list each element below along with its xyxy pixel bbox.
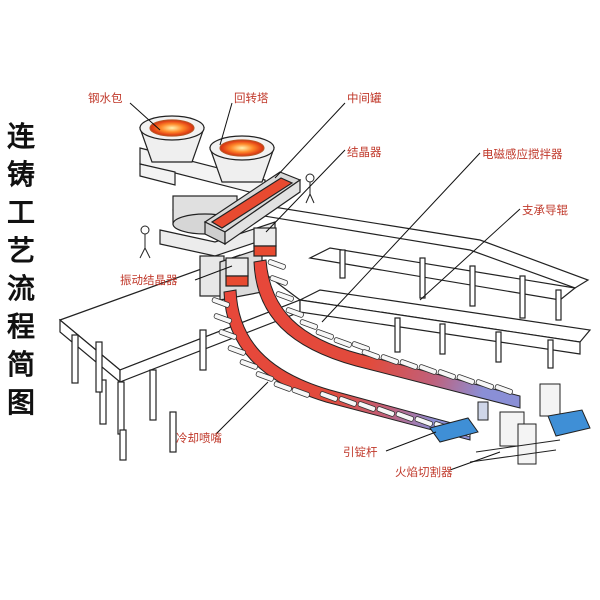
roller	[273, 381, 292, 392]
roller	[380, 354, 399, 365]
roller	[239, 359, 258, 370]
roller	[315, 329, 334, 340]
support-rollers	[211, 259, 513, 437]
title-char: 图	[6, 386, 35, 419]
label-dummy-bar: 引锭杆	[343, 445, 378, 459]
roller	[267, 259, 286, 270]
roller	[399, 359, 418, 370]
roller	[494, 384, 513, 395]
roller	[418, 364, 437, 375]
roller	[213, 313, 232, 324]
label-mold: 结晶器	[347, 145, 382, 159]
title-char: 程	[6, 310, 35, 343]
cut-slab	[547, 409, 591, 437]
tundish	[203, 171, 302, 246]
dummy-bar	[429, 401, 489, 443]
roller	[227, 345, 246, 356]
label-tundish: 中间罐	[347, 91, 382, 105]
title-char: 铸	[6, 158, 35, 191]
roller	[475, 379, 494, 390]
roller	[319, 391, 338, 402]
roller	[395, 411, 414, 422]
roller	[333, 337, 352, 348]
roller	[437, 369, 456, 380]
vertical-title: 连 铸 工 艺 流 程 简 图	[4, 118, 38, 422]
roller	[299, 319, 318, 330]
label-support-rolls: 支承导辊	[522, 203, 568, 217]
roller	[357, 401, 376, 412]
roller	[211, 297, 230, 308]
title-char: 简	[6, 348, 35, 381]
title-char: 连	[6, 120, 35, 153]
roller	[218, 329, 237, 340]
label-turret: 回转塔	[234, 91, 269, 105]
roller	[291, 387, 310, 398]
roller	[414, 416, 433, 427]
roller	[275, 291, 294, 302]
ladle-right	[209, 135, 275, 183]
roller	[456, 374, 475, 385]
roller	[255, 371, 274, 382]
label-spray: 冷却喷嘴	[176, 431, 222, 445]
ladle-left	[139, 115, 205, 163]
strand-2	[253, 259, 521, 409]
leader-lines	[129, 102, 521, 471]
label-ems: 电磁感应搅拌器	[482, 147, 563, 161]
label-oscillation: 振动结晶器	[120, 273, 178, 287]
roller	[285, 307, 304, 318]
operator-figure	[139, 173, 315, 259]
title-char: 流	[6, 272, 35, 305]
torch-cutter	[469, 383, 561, 465]
roller	[338, 396, 357, 407]
labels: 钢水包 回转塔 中间罐 结晶器 电磁感应搅拌器 支承导辊 振动结晶器 冷却喷嘴 …	[88, 91, 568, 479]
roller	[351, 341, 370, 352]
roller	[269, 275, 288, 286]
label-torch-cutter: 火焰切割器	[395, 465, 453, 479]
label-ladle: 钢水包	[88, 91, 123, 105]
mold-assembly	[225, 227, 277, 287]
roller	[376, 406, 395, 417]
platform-legs	[71, 249, 562, 461]
roller	[361, 349, 380, 360]
title-char: 艺	[6, 234, 35, 267]
title-char: 工	[6, 196, 35, 229]
